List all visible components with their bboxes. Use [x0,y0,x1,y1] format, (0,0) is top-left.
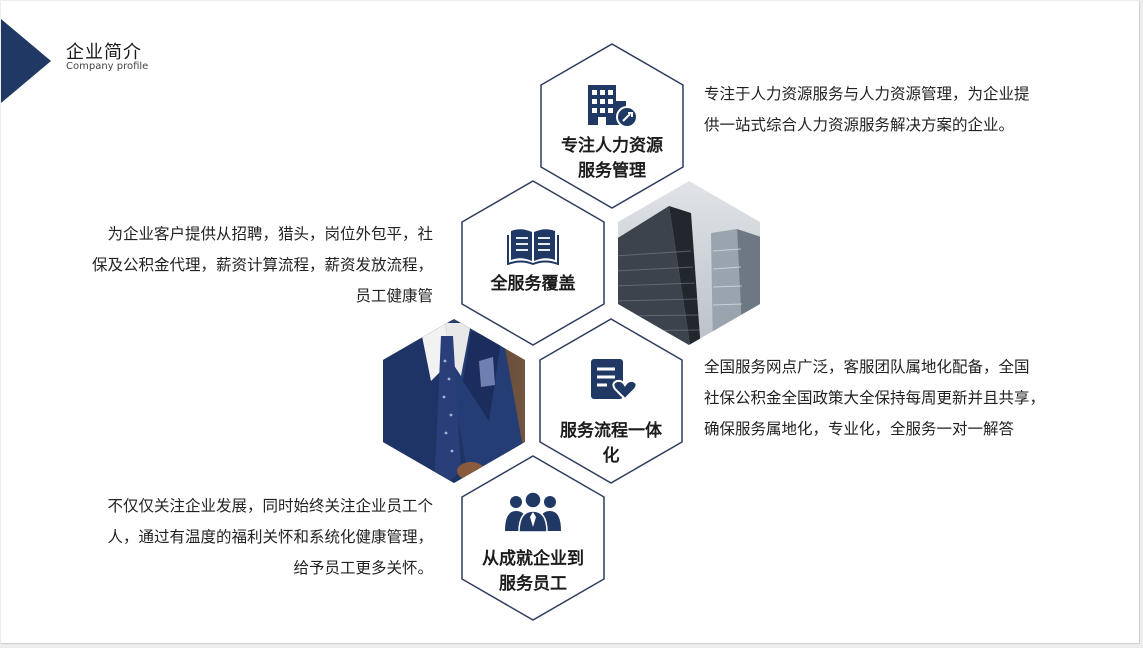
description-1: 专注于人力资源服务与人力资源管理，为企业提 供一站式综合人力资源服务解决方案的企… [704,85,1030,134]
description-2: 为企业客户提供从招聘，猎头，岗位外包平，社 保及公积金代理，薪资计算流程，薪资发… [91,225,433,305]
description-3: 全国服务网点广泛，客服团队属地化配备，全国 社保公积金全国政策大全保持每周更新并… [704,358,1046,438]
hexagon-outline-4 [461,455,605,621]
open-book-icon [507,229,559,265]
team-people-icon [505,491,561,533]
page-subtitle: Company profile [66,61,149,72]
hexagon-label-3: 服务流程一体化 [560,421,662,466]
corner-triangle-decoration [1,19,51,103]
hexagon-outline-3 [539,318,683,484]
business-suit-photo [383,319,525,483]
description-4: 不仅仅关注企业发展，同时始终关注企业员工个 人，通过有温度的福利关怀和系统化健康… [107,497,433,577]
hexagon-outline-1 [540,43,684,209]
hexagon-label-1: 专注人力资源服务管理 [561,136,663,181]
hexagon-label-2: 全服务覆盖 [490,274,576,294]
office-building-icon [588,85,638,128]
document-heart-icon [591,359,637,401]
page-title: 企业简介 [66,42,142,63]
hexagon-label-4: 从成就企业到服务员工 [482,549,584,594]
